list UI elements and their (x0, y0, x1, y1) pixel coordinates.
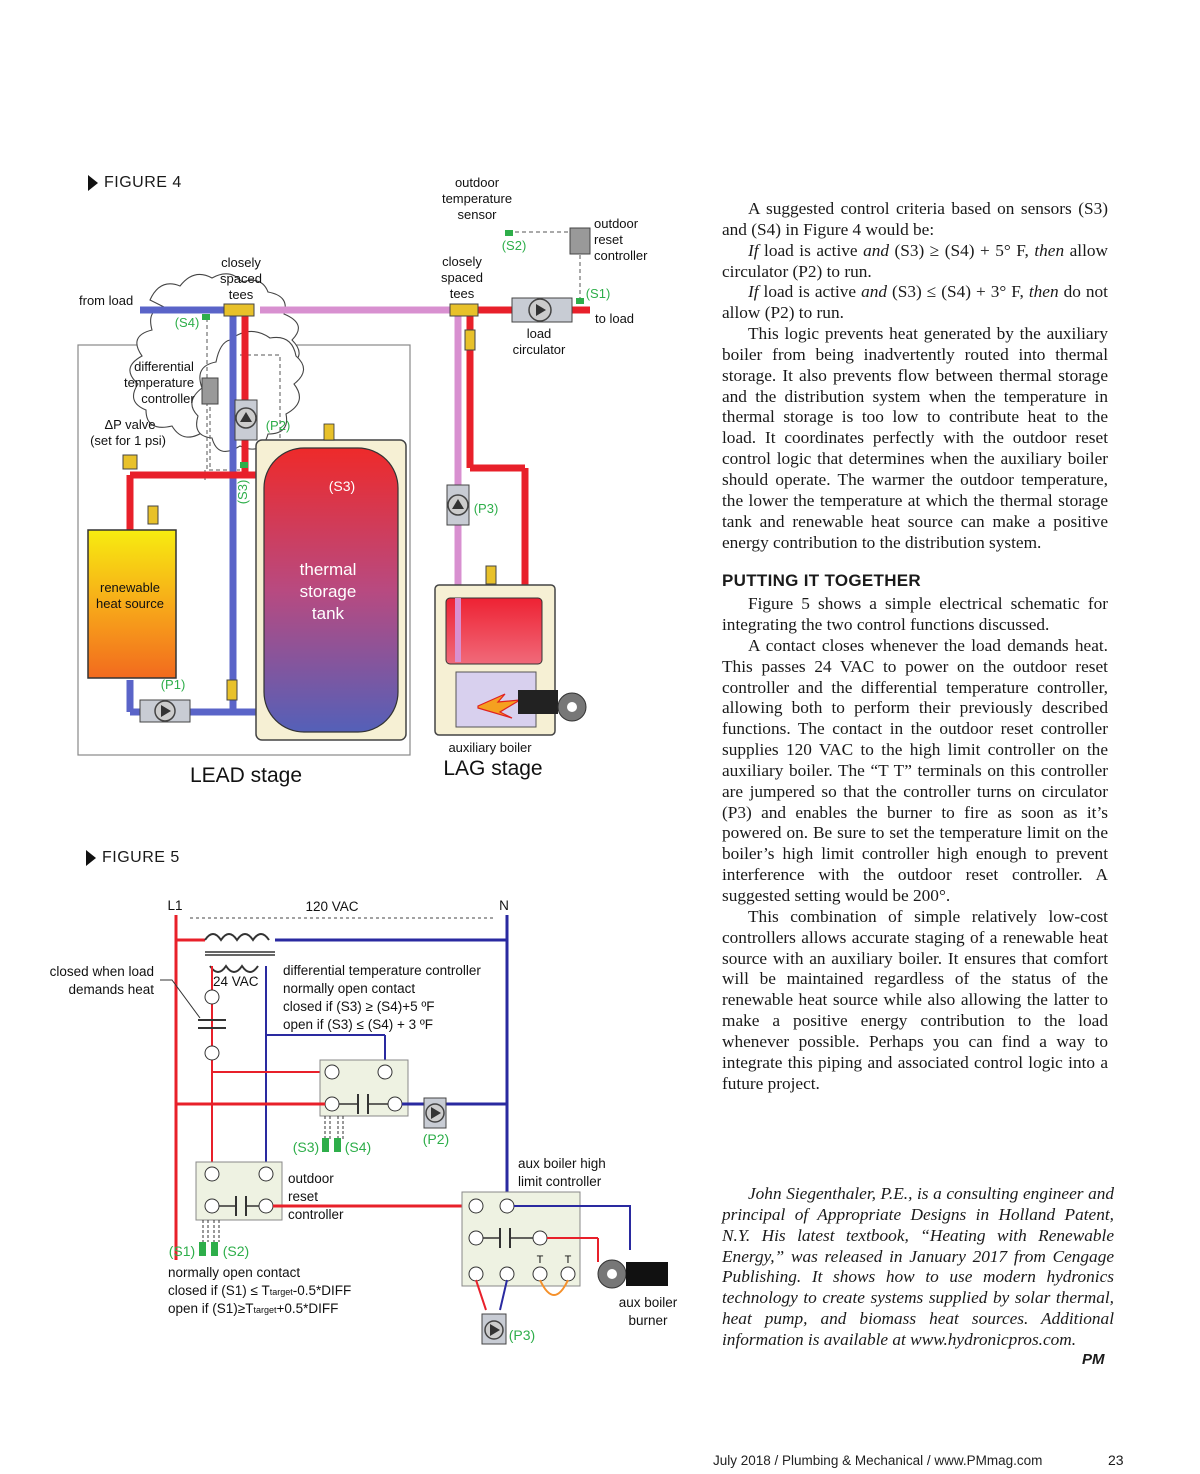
tees-label-1b: spaced (220, 271, 262, 286)
p2-label: (P2) (423, 1131, 449, 1147)
aux-burner-label-2: burner (628, 1313, 668, 1328)
author-bio: John Siegenthaler, P.E., is a consulting… (722, 1184, 1114, 1349)
dtc-label-4: open if (S3) ≤ (S4) + 3 ºF (283, 1017, 433, 1032)
dtc-label-1: differential temperature controller (283, 963, 481, 978)
dp-valve-label-2: (set for 1 psi) (90, 433, 166, 448)
s4-label: (S4) (175, 315, 200, 330)
outdoor-sensor-label-3: sensor (457, 207, 497, 222)
noc-label-3: open if (S1)≥Ttarget+0.5*DIFF (168, 1301, 338, 1316)
paragraph: This logic prevents heat generated by th… (722, 324, 1108, 552)
outdoor-sensor-label-2: temperature (442, 191, 512, 206)
figure-5-label: FIGURE 5 (86, 849, 180, 867)
load-circ-label-1: load (527, 326, 552, 341)
lag-stage-label: LAG stage (443, 757, 542, 780)
vac24-label: 24 VAC (213, 974, 259, 989)
closed-when-label-1: closed when load (50, 964, 154, 979)
p1-pump (139, 699, 191, 723)
vac120-label: 120 VAC (305, 899, 358, 914)
s3-tank-label: (S3) (329, 478, 355, 494)
tank-label-2: storage (300, 582, 357, 601)
paragraph: A suggested control criteria based on se… (722, 199, 1108, 239)
s1-label: (S1) (169, 1243, 195, 1259)
pm-logo: PM (1082, 1351, 1105, 1368)
s1-label: (S1) (586, 286, 611, 301)
diff-ctrl-label-2: temperature (124, 375, 194, 390)
p2-pump (423, 1097, 447, 1129)
triangle-marker-icon (86, 850, 96, 866)
t-label-2: T (565, 1254, 572, 1266)
orc-label-2: reset (288, 1189, 318, 1204)
from-load-label: from load (79, 293, 133, 308)
reset-controller-box (569, 227, 591, 255)
outdoor-sensor-label-1: outdoor (455, 175, 500, 190)
rule-paragraph-1: If load is active and (S3) ≥ (S4) + 5° F… (722, 240, 1108, 281)
p3-pump (446, 484, 470, 526)
renewable-label-2: heat source (96, 596, 164, 611)
t-label-1: T (537, 1254, 544, 1266)
renewable-label-1: renewable (100, 580, 160, 595)
aux-burner (597, 1259, 668, 1289)
dp-valve-label-1: ΔP valve (104, 417, 155, 432)
s2-label: (S2) (223, 1243, 249, 1259)
diff-ctrl-label-3: controller (141, 391, 195, 406)
tank-label-3: tank (312, 604, 345, 623)
dtc-label-2: normally open contact (283, 981, 415, 996)
outdoor-reset-label-1: outdoor (594, 216, 639, 231)
lead-stage-label: LEAD stage (190, 764, 302, 787)
aux-high-label-2: limit controller (518, 1174, 602, 1189)
closed-when-label-2: demands heat (68, 982, 154, 997)
load-circ-label-2: circulator (513, 342, 566, 357)
paragraph: A contact closes whenever the load deman… (722, 635, 1108, 905)
paragraph: This combination of simple relatively lo… (722, 906, 1108, 1093)
l1-label: L1 (167, 898, 182, 913)
section-heading: PUTTING IT TOGETHER (722, 571, 922, 591)
orc-label-3: controller (288, 1207, 344, 1222)
n-label: N (499, 898, 509, 913)
renewable-heat-source (87, 529, 177, 679)
s2-label: (S2) (502, 238, 527, 253)
tees-label-2a: closely (442, 254, 482, 269)
p2-pump (234, 399, 258, 441)
tees-label-1c: tees (229, 287, 254, 302)
dtc-label-3: closed if (S3) ≥ (S4)+5 ºF (283, 999, 435, 1014)
to-load-label: to load (595, 311, 634, 326)
s4-label: (S4) (345, 1139, 371, 1155)
aux-burner-label-1: aux boiler (619, 1295, 678, 1310)
triangle-marker-icon (88, 175, 98, 191)
article-column: A suggested control criteria based on se… (722, 199, 1108, 1094)
outdoor-reset-label-3: controller (594, 248, 648, 263)
p2-label: (P2) (266, 418, 291, 433)
p3-pump (481, 1313, 507, 1345)
page-number: 23 (1108, 1452, 1124, 1468)
p3-label: (P3) (509, 1327, 535, 1343)
outdoor-reset-label-2: reset (594, 232, 623, 247)
noc-label-1: normally open contact (168, 1265, 300, 1280)
aux-high-label-1: aux boiler high (518, 1156, 606, 1171)
tees-label-2b: spaced (441, 270, 483, 285)
aux-boiler-hx (445, 597, 543, 665)
rule-paragraph-2: If load is active and (S3) ≤ (S4) + 3° F… (722, 282, 1108, 323)
paragraph: Figure 5 shows a simple electrical schem… (722, 594, 1108, 635)
diff-ctrl-label-1: differential (134, 359, 194, 374)
orc-label-1: outdoor (288, 1171, 334, 1186)
p1-label: (P1) (161, 677, 186, 692)
load-circulator-pump (511, 297, 573, 323)
s3-side-label: (S3) (235, 480, 250, 505)
s3-label: (S3) (293, 1139, 319, 1155)
figure-5-schematic: L1 N 120 VAC 24 VAC closed when load dem… (50, 898, 678, 1345)
p3-label: (P3) (474, 501, 499, 516)
footer-text: July 2018 / Plumbing & Mechanical / www.… (713, 1453, 1043, 1468)
thermal-storage-tank (263, 447, 399, 733)
noc-label-2: closed if (S1) ≤ Ttarget-0.5*DIFF (168, 1283, 351, 1298)
figure-4-diagram: outdoor temperature sensor outdoor reset… (77, 175, 648, 787)
aux-boiler-label: auxiliary boiler (448, 740, 532, 755)
tees-label-1a: closely (221, 255, 261, 270)
tees-label-2c: tees (450, 286, 475, 301)
figure-4-label: FIGURE 4 (88, 174, 182, 192)
tank-label-1: thermal (300, 560, 357, 579)
diff-controller-box (201, 377, 219, 405)
